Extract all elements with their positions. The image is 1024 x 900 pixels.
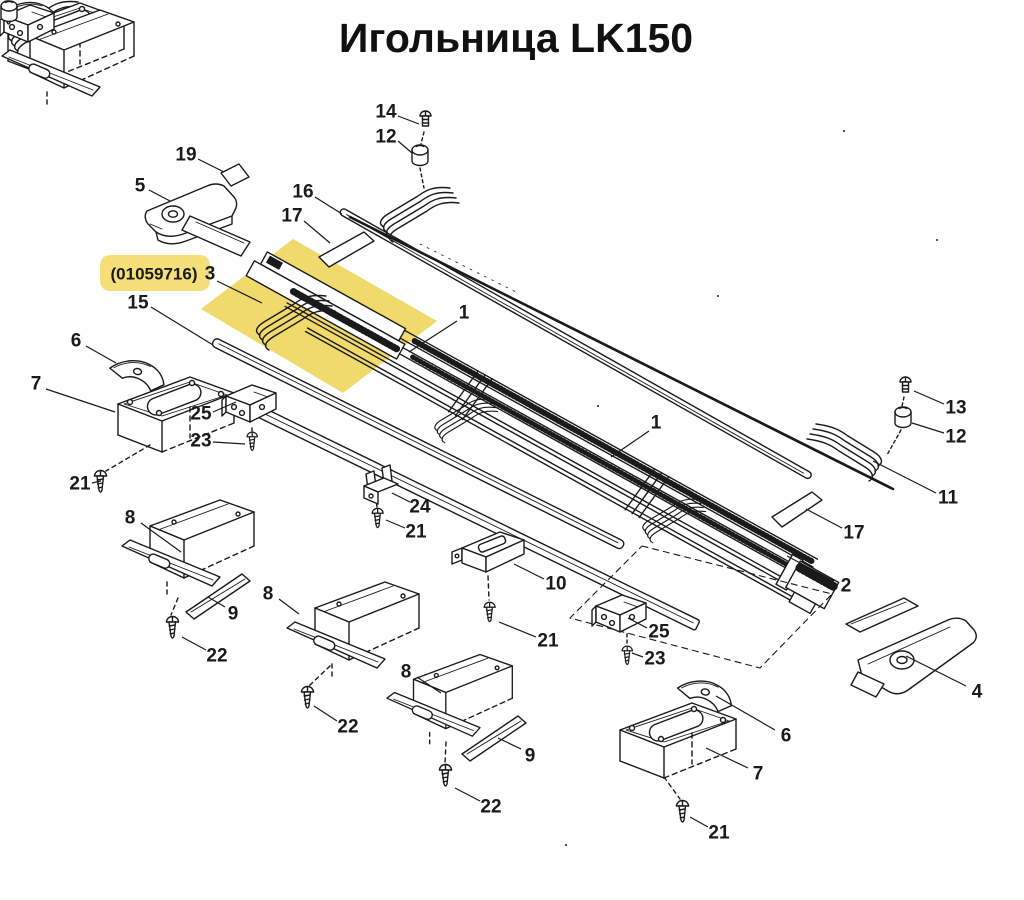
- leader-line: [197, 158, 225, 173]
- highlight-leader: [216, 280, 263, 304]
- part-label-7: 7: [753, 764, 764, 785]
- part-label-7: 7: [31, 374, 42, 395]
- part-10-bracket: [451, 531, 525, 573]
- strip-17-left: [318, 231, 375, 268]
- leader-line: [385, 519, 406, 529]
- part-label-23: 23: [190, 431, 211, 452]
- part-label-21: 21: [537, 631, 559, 652]
- page-title: Игольница LK150: [339, 15, 693, 61]
- part-label-13: 13: [945, 398, 966, 419]
- part-label-22: 22: [480, 797, 501, 818]
- leader-line: [454, 787, 481, 802]
- leader-line: [498, 621, 537, 638]
- leader-line: [610, 430, 650, 458]
- leader-line: [181, 636, 207, 651]
- part-label-23: 23: [644, 649, 665, 670]
- part-label-4: 4: [972, 682, 983, 703]
- part-label-22: 22: [206, 646, 227, 667]
- leader-line: [408, 320, 458, 353]
- part-label-21: 21: [708, 823, 730, 844]
- strip-17-right: [771, 491, 823, 528]
- part-label-10: 10: [545, 574, 566, 595]
- part-label-24: 24: [409, 497, 431, 518]
- leader-line: [313, 705, 338, 722]
- leader-line: [391, 492, 411, 503]
- leader-line: [212, 401, 237, 413]
- leader-line: [85, 345, 117, 364]
- leader-line: [905, 655, 967, 687]
- leader-line: [140, 522, 182, 553]
- part-label-19: 19: [175, 145, 196, 166]
- part-label-8: 8: [263, 584, 274, 605]
- part-label-6: 6: [781, 726, 792, 747]
- part-label-2: 2: [841, 576, 852, 597]
- retaining-bar-16: [339, 208, 812, 480]
- highlight-code-box: [100, 255, 210, 291]
- leader-line: [631, 652, 644, 658]
- leader-line: [150, 306, 214, 346]
- part-label-8: 8: [401, 662, 412, 683]
- ghost-outline: [569, 545, 833, 669]
- leader-line: [148, 189, 171, 202]
- part-label-17: 17: [843, 523, 864, 544]
- leader-line: [397, 140, 413, 154]
- part-label-1: 1: [459, 303, 470, 324]
- leader-line: [416, 676, 442, 694]
- part-9-strip: [461, 715, 527, 762]
- part-8-section: [1, 9, 135, 109]
- front-bar-15: [211, 338, 625, 550]
- leader-line: [513, 563, 545, 580]
- needle-bed-assembly: [245, 251, 840, 615]
- leader-line: [705, 747, 749, 769]
- part-label-21: 21: [69, 474, 91, 495]
- leader-line: [872, 460, 937, 494]
- part-label-21: 21: [405, 522, 427, 543]
- part-label-12: 12: [945, 427, 966, 448]
- part-label-12: 12: [375, 127, 396, 148]
- part-label-1: 1: [651, 413, 662, 434]
- leader-line: [45, 388, 116, 413]
- part-label-14: 14: [375, 102, 397, 123]
- leader-line: [497, 737, 522, 750]
- highlight-code-label: (01059716): [111, 265, 198, 284]
- part-label-25: 25: [190, 404, 212, 425]
- leader-line: [786, 555, 835, 582]
- leader-line: [715, 695, 776, 731]
- needle-wire-bundle-right: [806, 423, 883, 482]
- leader-line: [303, 220, 331, 244]
- part-4-plate: [845, 597, 977, 698]
- part-label-9: 9: [525, 746, 536, 767]
- leader-line: [207, 596, 226, 608]
- needle-wire-long: [348, 215, 895, 491]
- part-label-22: 22: [337, 717, 358, 738]
- part-label-9: 9: [228, 604, 239, 625]
- leader-line: [689, 816, 709, 828]
- leader-line: [91, 480, 102, 484]
- leader-line: [397, 115, 420, 125]
- leader-line: [913, 390, 945, 405]
- leader-line: [805, 508, 843, 529]
- part-label-8: 8: [125, 508, 136, 529]
- part-label-5: 5: [135, 176, 146, 197]
- leader-line: [314, 196, 343, 215]
- part-label-3: 3: [205, 264, 216, 285]
- leader-line: [911, 422, 945, 434]
- part-label-17: 17: [281, 206, 302, 227]
- leader-line: [212, 441, 246, 445]
- part-label-11: 11: [938, 488, 959, 509]
- part-label-25: 25: [648, 622, 670, 643]
- part-label-6: 6: [71, 331, 82, 352]
- line-art: [0, 0, 977, 846]
- leader-line: [627, 617, 648, 629]
- part-label-15: 15: [127, 293, 149, 314]
- leader-line: [278, 598, 300, 615]
- cap-nut: [0, 0, 18, 23]
- part-9-strip: [185, 573, 251, 620]
- part-19-square: [220, 163, 250, 187]
- part-5-plate: [144, 183, 251, 257]
- part-24-bracket: [363, 464, 399, 505]
- part-label-16: 16: [292, 182, 313, 203]
